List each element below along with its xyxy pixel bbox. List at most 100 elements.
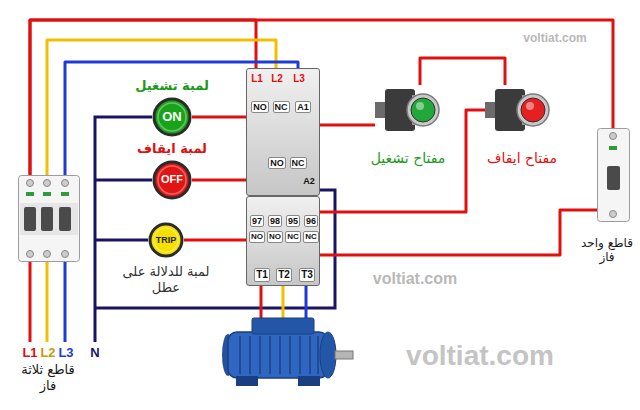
lamp-circle (154, 99, 190, 135)
terminal-label: L2 (271, 73, 283, 85)
neutral-label: N (90, 345, 99, 361)
terminal-label: A1 (295, 101, 311, 114)
neutral-wire (95, 190, 335, 308)
terminal-number: 97 (250, 215, 264, 228)
breaker-screw (62, 180, 69, 187)
lamp-text: TRIP (156, 235, 177, 246)
breaker-screw (62, 251, 69, 258)
motor-front (320, 332, 336, 378)
button-ring (517, 94, 549, 126)
watermark: voltiat.com (373, 269, 457, 288)
lamp-circle (150, 224, 182, 256)
run-lamp: لمبة تشغيلON (152, 97, 192, 137)
wire-connector (30, 20, 613, 175)
terminal-label: NC (303, 231, 319, 243)
button-shine (526, 102, 534, 110)
breaker-screw (610, 133, 617, 140)
breaker-lever (24, 207, 36, 231)
start-button: مفتاح تشغيل (375, 85, 440, 135)
breaker-screw (27, 251, 34, 258)
terminal-label: T3 (299, 268, 315, 282)
breaker-caption: قاطع ثلاثة فاز (12, 362, 84, 393)
lamp-circle (154, 162, 190, 198)
breaker-screw (44, 180, 51, 187)
phase-label: L1 (22, 345, 37, 361)
terminal-label: A2 (303, 176, 315, 187)
breaker-mark (609, 146, 617, 150)
wire-connector (320, 124, 375, 127)
breaker-body (598, 129, 630, 222)
breaker-mark (43, 192, 51, 196)
phase-label: L3 (58, 345, 73, 361)
terminal-label: NC (290, 157, 307, 170)
button-cap (411, 98, 435, 122)
wire-connector (47, 40, 276, 175)
overload-relay: 97989596NONONCNCT1T2T3 (246, 196, 320, 286)
button-art (485, 85, 550, 135)
terminal-label: NO (268, 157, 286, 170)
motor-wire (305, 286, 308, 320)
watermark: voltiat.com (523, 31, 586, 45)
breaker-caption: قاطع واحد فاز (578, 236, 636, 265)
terminal-number: 98 (268, 215, 282, 228)
wire-connector (192, 179, 246, 182)
phase-wire (29, 262, 32, 342)
motor-wire (260, 286, 263, 320)
breaker-body (19, 176, 80, 262)
stop-lamp: لمبة ايقافOFF (152, 160, 192, 200)
motor-foot (298, 376, 320, 386)
breaker-screw (610, 211, 617, 218)
lamp-rim (154, 228, 178, 252)
breaker-screw (44, 251, 51, 258)
lamp-caption: لمبة ايقاف (137, 141, 207, 157)
button-caption: مفتاح ايقاف (487, 150, 557, 167)
breaker-lever (607, 166, 620, 190)
motor-foot (236, 376, 258, 386)
terminal-label: T2 (276, 268, 292, 282)
contactor: L1L2L3NONCA1NONCA2 (246, 68, 320, 196)
stop-button: مفتاح ايقاف (485, 85, 550, 135)
button-shine (416, 102, 424, 110)
wire-connector (192, 116, 246, 119)
breaker-lever (41, 207, 53, 231)
wire-connector (320, 210, 597, 255)
button-ring (407, 94, 439, 126)
lamp-caption: لمبة تشغيل (135, 78, 209, 94)
phase-wire (64, 262, 67, 342)
three-phase-breaker: قاطع ثلاثة فاز (18, 175, 80, 262)
terminal-number: 96 (304, 215, 318, 228)
lamp-rim (158, 103, 186, 131)
button-caption: مفتاح تشغيل (371, 150, 446, 167)
motor-terminal-box (252, 318, 314, 334)
lamp-text: OFF (161, 173, 183, 186)
wire-connector (184, 239, 246, 242)
terminal-label: NC (285, 231, 301, 243)
terminal-label: L1 (251, 73, 263, 85)
motor-shaft (335, 351, 353, 359)
terminal-label: NO (251, 101, 269, 114)
terminal-label: NO (267, 231, 283, 243)
breaker-mark (26, 192, 34, 196)
terminal-label: NO (249, 231, 265, 243)
motor-fins (240, 336, 318, 374)
lamp-caption: لمبة للدلالة على عطل (118, 264, 214, 295)
terminal-number: 95 (286, 215, 300, 228)
lamp-rim (158, 166, 186, 194)
phase-wire (46, 262, 49, 342)
phase-label: L2 (40, 345, 55, 361)
breaker1-art (597, 128, 630, 222)
watermark: voltiat.com (406, 339, 554, 373)
breaker-lever (59, 207, 71, 231)
motor-body (228, 332, 328, 378)
single-phase-breaker: قاطع واحد فاز (597, 128, 630, 222)
trip-lamp: TRIPلمبة للدلالة على عطل (148, 222, 184, 258)
button-cap (521, 98, 545, 122)
breaker-mark (61, 192, 69, 196)
motor-symbol (222, 318, 353, 386)
breaker-band (20, 203, 78, 235)
terminal-label: T1 (254, 268, 270, 282)
terminal-label: NC (273, 101, 290, 114)
breaker3-art (18, 175, 80, 262)
